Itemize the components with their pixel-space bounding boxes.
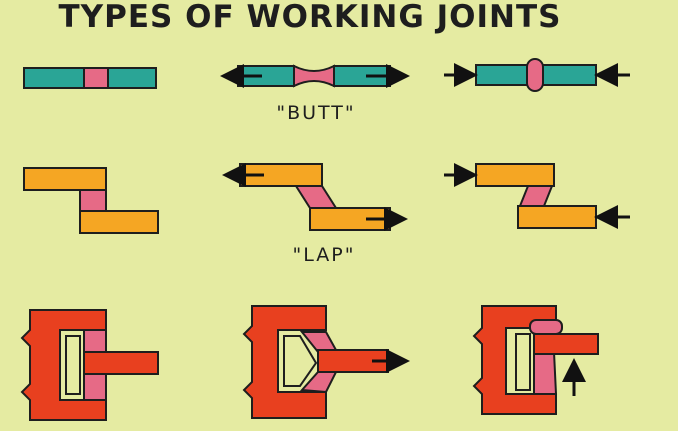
housing-sealant-bottom xyxy=(83,373,107,401)
housing-void xyxy=(283,335,318,387)
housing-sealant-top xyxy=(529,319,563,335)
butt-sealant-bulged xyxy=(526,58,544,92)
lap-sealant xyxy=(79,189,107,212)
lap-sealant-sheared xyxy=(518,185,554,207)
housing-void xyxy=(65,335,81,395)
housing-joint-tension xyxy=(242,305,410,419)
butt-left-member xyxy=(475,64,531,86)
lap-joint-neutral xyxy=(23,167,159,234)
butt-sealant-necked xyxy=(293,64,335,88)
diagram-title: TYPES OF WORKING JOINTS xyxy=(58,0,562,35)
housing-rod xyxy=(83,351,159,375)
housing-sealant-top xyxy=(83,329,107,353)
butt-left-member xyxy=(23,67,85,89)
butt-right-member xyxy=(107,67,157,89)
lap-sealant-sheared xyxy=(294,185,338,209)
butt-joint-tension xyxy=(220,64,410,88)
lap-lower-member xyxy=(79,210,159,234)
lap-lower-member xyxy=(517,205,597,229)
lap-joint-tension xyxy=(222,163,408,231)
lap-upper-member xyxy=(475,163,555,187)
housing-joint-shear xyxy=(472,305,599,415)
butt-sealant xyxy=(83,67,109,89)
lap-upper-member xyxy=(23,167,107,191)
butt-right-member xyxy=(539,64,597,86)
butt-joint-compression xyxy=(444,58,630,92)
row-label-butt: "BUTT" xyxy=(276,102,356,124)
housing-block xyxy=(242,305,327,419)
butt-joint-neutral xyxy=(23,67,157,89)
lap-joint-compression xyxy=(444,163,630,229)
housing-rod xyxy=(533,333,599,355)
housing-joint-neutral xyxy=(20,309,159,421)
housing-sealant-bottom xyxy=(533,351,558,395)
row-label-lap: "LAP" xyxy=(292,244,356,266)
housing-void xyxy=(515,333,531,391)
